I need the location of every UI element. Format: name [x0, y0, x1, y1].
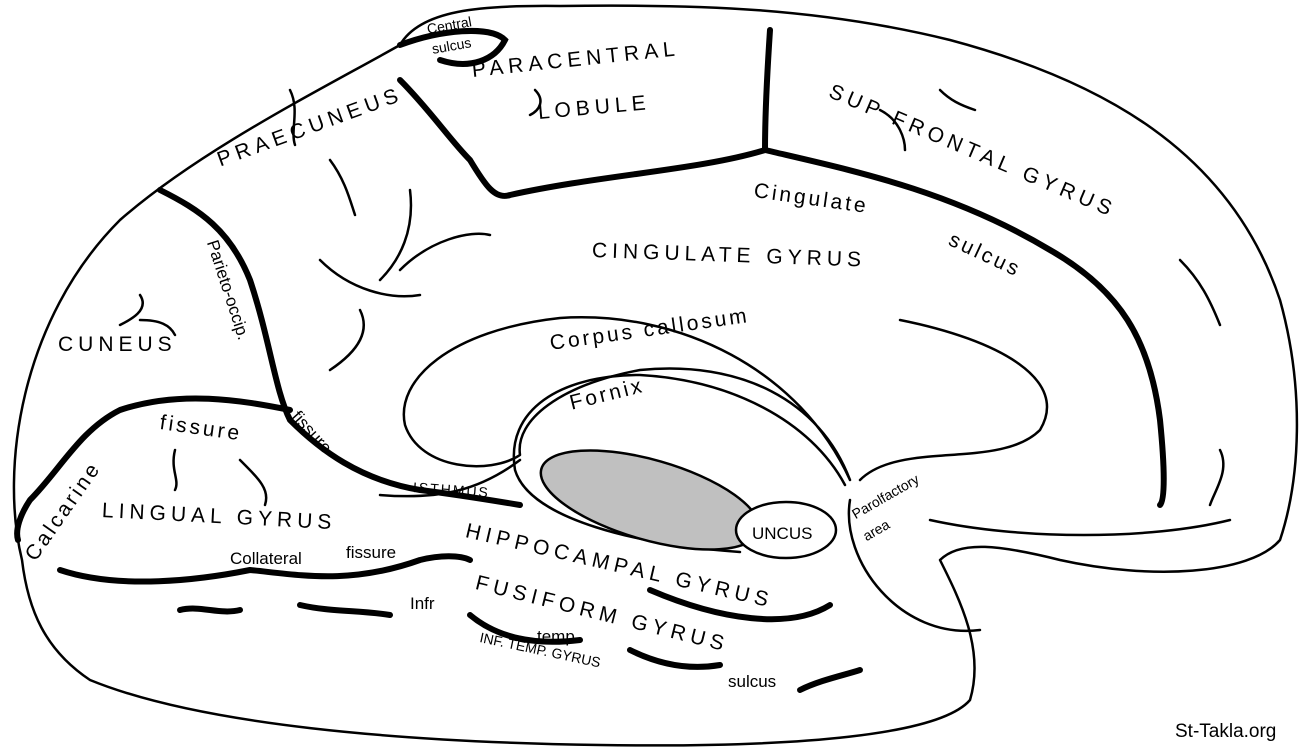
collateral-fissure-label: Collateral [230, 549, 302, 568]
cuneus-label: CUNEUS [58, 333, 177, 356]
fornix-outline [512, 373, 847, 554]
cingulate-inner [378, 458, 522, 498]
calcarine-fissure-line [14, 395, 293, 543]
collateral-fissure-label-2: fissure [346, 543, 397, 562]
parolfactory-outline [847, 498, 982, 633]
watermark: St-Takla.org [1175, 721, 1277, 742]
inf-temp-sulcus-label-3: sulcus [728, 672, 777, 691]
parieto-occipital-fissure-line [157, 187, 523, 508]
cingulate-sulcus-line [762, 147, 1167, 508]
brain-outer-outline [12, 4, 1299, 747]
central-sulcus-line [397, 28, 509, 67]
inf-temp-sulcus-label: Infr [410, 594, 435, 613]
collateral-fissure-line [57, 553, 473, 585]
corpus-callosum-outline [402, 316, 852, 482]
uncus-outline [734, 500, 838, 560]
uncus-label: UNCUS [752, 524, 813, 543]
inf-temp-sulcus-label-2: temp. [537, 627, 580, 646]
